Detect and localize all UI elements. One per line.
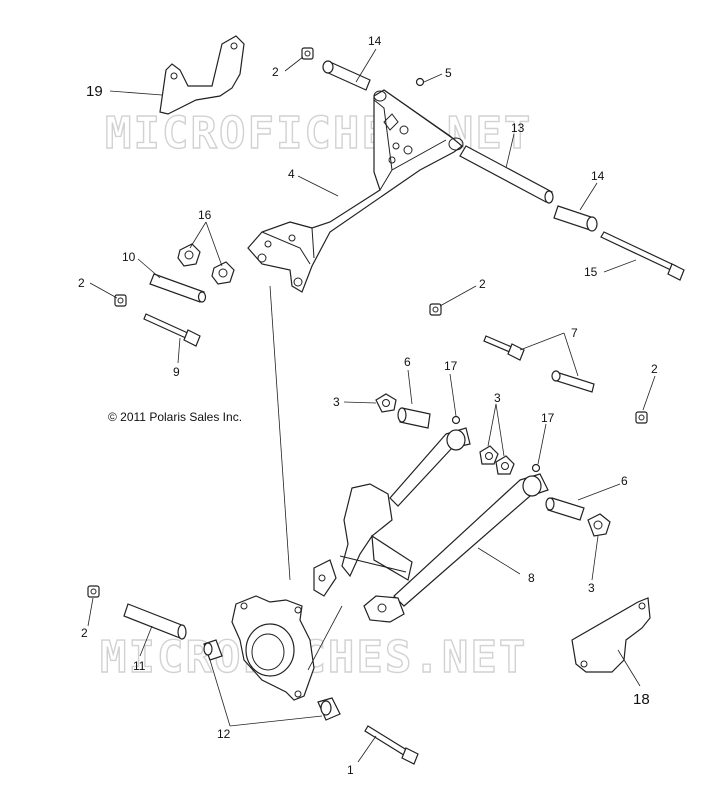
- callout-4: 4: [288, 167, 295, 181]
- callout-2-left: 2: [78, 276, 85, 290]
- part-17-fitting-a: [451, 415, 461, 425]
- leader-lines: [87, 48, 656, 763]
- watermark-top: MICROFICHES.NET: [105, 108, 532, 159]
- callout-17-left: 17: [444, 359, 458, 373]
- part-9-bolt: [143, 313, 201, 347]
- callout-17-right: 17: [541, 411, 555, 425]
- part-10-pin: [149, 273, 207, 303]
- part-16-nut-b: [211, 261, 235, 285]
- callout-14-top: 14: [368, 34, 382, 48]
- part-6-bushing-left: [397, 407, 431, 429]
- callout-19: 19: [86, 83, 103, 100]
- part-2-nut-bottom-left: [87, 585, 100, 598]
- callout-2-bottom-left: 2: [81, 626, 88, 640]
- part-3-bushing-left: [375, 393, 397, 413]
- callout-2-top: 2: [272, 65, 279, 79]
- part-6-bushing-right: [545, 497, 585, 521]
- callout-16: 16: [198, 208, 212, 222]
- callout-18: 18: [633, 691, 650, 708]
- callout-3-mid: 3: [494, 391, 501, 405]
- part-2-nut-right: [635, 411, 648, 424]
- part-13-shaft: [459, 145, 554, 204]
- part-3-bushing-mid-b: [495, 455, 515, 475]
- callout-10: 10: [122, 250, 136, 264]
- part-2-nut-top: [301, 47, 314, 60]
- part-12-bushing-b: [317, 697, 341, 721]
- part-17-fitting-b: [531, 463, 541, 473]
- callout-14-right: 14: [591, 169, 605, 183]
- part-16-nut-a: [177, 243, 201, 267]
- callout-2-mid: 2: [479, 277, 486, 291]
- callout-1: 1: [347, 763, 354, 777]
- part-19-bracket: [159, 35, 245, 115]
- part-4-upper-arm: [247, 89, 464, 293]
- watermark-bottom: MICROFICHES.NET: [100, 632, 527, 683]
- part-2-nut-mid: [429, 303, 442, 316]
- copyright-text: © 2011 Polaris Sales Inc.: [108, 410, 242, 424]
- callout-3-left: 3: [333, 395, 340, 409]
- callout-15: 15: [584, 265, 598, 279]
- callout-12: 12: [217, 727, 231, 741]
- part-12-knuckle: [231, 595, 315, 701]
- part-1-bolt: [364, 725, 419, 765]
- callout-11: 11: [133, 659, 146, 673]
- part-7-bolt-a: [483, 335, 525, 361]
- part-8-lower-arm: [313, 427, 549, 623]
- callout-7: 7: [571, 326, 578, 340]
- part-2-nut-left: [114, 294, 127, 307]
- part-15-bolt: [600, 231, 685, 281]
- callout-2-right: 2: [651, 362, 658, 376]
- part-3-bushing-right: [587, 513, 611, 537]
- part-14-bushing-top: [322, 60, 371, 91]
- callout-8: 8: [528, 571, 535, 585]
- part-11-sleeve: [123, 603, 187, 640]
- callout-13: 13: [511, 121, 525, 135]
- part-18-bracket: [571, 597, 651, 673]
- callout-3-right: 3: [588, 581, 595, 595]
- callout-6-left: 6: [404, 355, 411, 369]
- part-3-bushing-mid-a: [479, 445, 499, 465]
- part-12-bushing-a: [203, 639, 223, 661]
- callout-9: 9: [173, 365, 180, 379]
- callout-6-right: 6: [621, 474, 628, 488]
- part-7-bolt-b: [551, 370, 595, 393]
- part-5-grease-fitting: [415, 77, 425, 87]
- callout-5: 5: [445, 66, 452, 80]
- part-14-bushing-right: [553, 205, 598, 232]
